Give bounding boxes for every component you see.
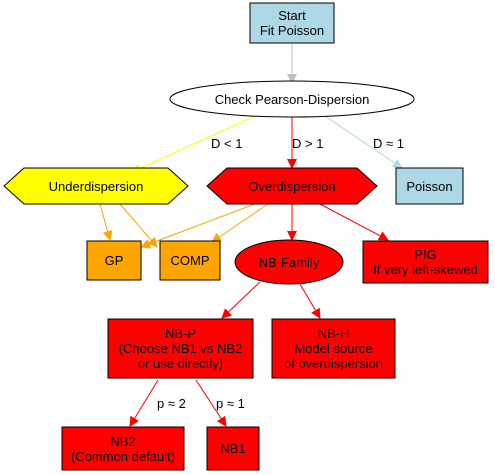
edge-label-p-approx-2: p ≈ 2	[157, 396, 186, 411]
gp-label: GP	[104, 253, 124, 268]
edge-under-gp	[99, 203, 113, 241]
start-label: Start Fit Poisson	[259, 8, 325, 38]
underdispersion-node	[3, 167, 189, 205]
edge-nbp-nb2	[129, 379, 159, 427]
nb2-node	[61, 426, 185, 471]
gp-node	[86, 240, 142, 281]
nb2-label: NB2 (Common default)	[70, 433, 176, 464]
underdispersion-label: Underdispersion	[48, 178, 144, 194]
edge-nbp-nb1	[195, 379, 227, 427]
edge-label-d-lt-1: D < 1	[211, 136, 243, 151]
nbp-node	[107, 318, 254, 379]
pig-label: PIG If very left-skewed	[373, 247, 478, 277]
edge-check-poisson	[324, 115, 403, 169]
overdispersion-label: Overdispersion	[248, 178, 336, 194]
comp-label: COMP	[170, 253, 210, 268]
edge-label-p-approx-1: p ≈ 1	[216, 396, 245, 411]
nbh-node	[271, 318, 396, 379]
pig-node	[362, 240, 489, 284]
edge-over-comp	[211, 203, 269, 243]
poisson-node	[395, 167, 464, 205]
check-node	[169, 80, 415, 118]
start-node	[249, 2, 335, 44]
nb1-node	[206, 426, 260, 471]
nbfamily-label: NB-Family	[258, 254, 320, 270]
nbfamily-node	[234, 239, 344, 285]
nbp-label: NB-P (Choose NB1 vs NB2 or use directly)	[118, 326, 243, 371]
nbh-label: NB-H Model source of overdispersion	[284, 326, 383, 371]
edge-label-d-gt-1: D > 1	[292, 136, 324, 151]
edge-nbfamily-nbh	[299, 283, 321, 319]
check-label: Check Pearson-Dispersion	[214, 91, 370, 107]
edge-over-pig	[319, 203, 389, 241]
edge-nbfamily-nbp	[221, 281, 261, 319]
edge-over-gp	[140, 203, 256, 249]
overdispersion-node	[206, 167, 378, 205]
nb1-label: NB1	[220, 441, 246, 456]
edge-label-d-approx-1: D ≈ 1	[373, 136, 404, 151]
comp-node	[159, 240, 221, 281]
poisson-label: Poisson	[406, 178, 453, 194]
edge-check-under	[131, 115, 256, 173]
